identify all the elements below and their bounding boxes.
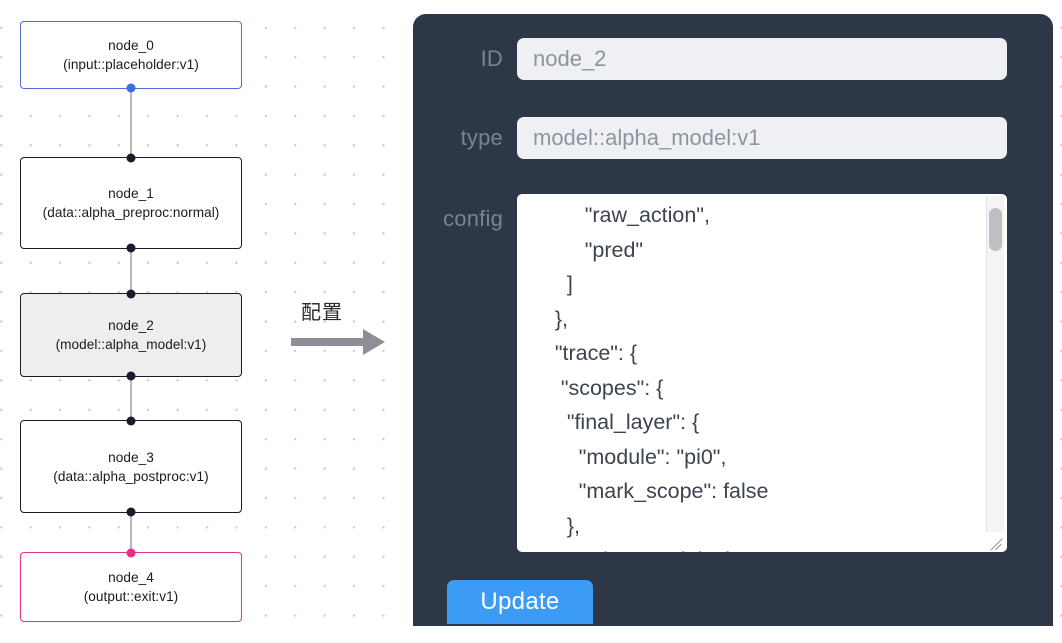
node-handle-top[interactable] (126, 548, 136, 558)
flow-node-node_1[interactable]: node_1 (data::alpha_preproc:normal) (20, 153, 242, 253)
flow-node-subtitle: (data::alpha_preproc:normal) (42, 205, 220, 220)
field-row-type: type (413, 117, 1053, 159)
node-config-panel: ID type config "raw_action", "pred" ] },… (413, 14, 1053, 626)
flow-node-title: node_1 (108, 186, 154, 201)
flow-node-subtitle: (model::alpha_model:v1) (55, 337, 207, 352)
update-button[interactable]: Update (447, 580, 593, 624)
config-label: config (443, 206, 503, 231)
edge-node2-node3 (130, 377, 132, 420)
flow-node-title: node_2 (108, 318, 154, 333)
flow-node-node_2[interactable]: node_2 (model::alpha_model:v1) (20, 289, 242, 381)
flow-node-title: node_3 (108, 449, 154, 465)
flow-node-node_3[interactable]: node_3 (data::alpha_postproc:v1) (20, 416, 242, 517)
type-label: type (460, 125, 503, 150)
node-handle-bottom[interactable] (126, 83, 136, 93)
type-input[interactable] (517, 117, 1007, 159)
node-handle-top[interactable] (126, 153, 136, 163)
edge-node3-node4 (130, 513, 132, 552)
flow-node-subtitle: (input::placeholder:v1) (63, 57, 199, 72)
node-handle-top[interactable] (126, 416, 136, 426)
flow-node-title: node_4 (108, 570, 154, 585)
node-handle-top[interactable] (126, 289, 136, 299)
transition-annotation: 配置 (289, 296, 399, 368)
panel-canvas: ID type config "raw_action", "pred" ] },… (390, 0, 1062, 628)
flow-node-subtitle: (data::alpha_postproc:v1) (53, 468, 209, 484)
config-scrollbar[interactable] (986, 196, 1004, 532)
flow-node-node_0[interactable]: node_0 (input::placeholder:v1) (20, 21, 242, 93)
flow-node-subtitle: (output::exit:v1) (83, 589, 179, 604)
config-scrollbar-thumb[interactable] (989, 208, 1002, 251)
node-handle-bottom[interactable] (126, 507, 136, 517)
node-handle-bottom[interactable] (126, 243, 136, 253)
field-row-config: config "raw_action", "pred" ] }, "trace"… (413, 194, 1053, 552)
flow-graph-canvas[interactable]: node_0 (input::placeholder:v1) node_1 (d… (0, 0, 390, 628)
id-input[interactable] (517, 38, 1007, 80)
field-row-id: ID (413, 38, 1053, 80)
config-textarea-wrapper: "raw_action", "pred" ] }, "trace": { "sc… (517, 194, 1007, 552)
edge-node0-node1 (130, 89, 132, 157)
arrow-icon (291, 338, 366, 346)
id-label: ID (480, 46, 503, 71)
transition-caption: 配置 (301, 300, 343, 324)
flow-node-title: node_0 (108, 38, 154, 53)
edge-node1-node2 (130, 249, 132, 293)
resize-handle-icon[interactable] (988, 533, 1005, 550)
arrow-head-icon (363, 329, 385, 355)
node-handle-bottom[interactable] (126, 371, 136, 381)
config-textarea[interactable]: "raw_action", "pred" ] }, "trace": { "sc… (517, 194, 1007, 552)
flow-node-node_4[interactable]: node_4 (output::exit:v1) (20, 548, 242, 622)
